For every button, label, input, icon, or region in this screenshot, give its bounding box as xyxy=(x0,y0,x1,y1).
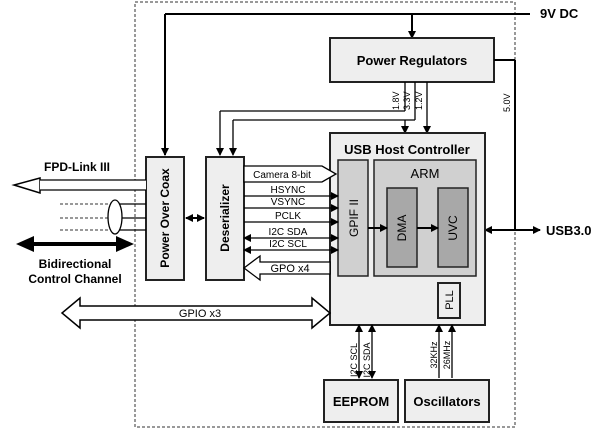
power-regulators-label: Power Regulators xyxy=(357,53,468,68)
rail-5v0-label: 5.0V xyxy=(502,93,512,112)
clock-26mhz-label: 26MHz xyxy=(442,340,452,369)
fpd-link-arrow-body xyxy=(40,180,146,190)
power-input-label: 9V DC xyxy=(540,6,579,21)
deserializer-block xyxy=(205,156,245,281)
bidirectional-label-1: Bidirectional xyxy=(39,257,112,271)
dma-block xyxy=(386,187,418,268)
rail-3v3-label: 3.3V xyxy=(402,91,412,110)
gpo-label: GPO x4 xyxy=(270,263,309,275)
signal-i2c-scl-label: I2C SCL xyxy=(269,239,307,250)
fpd-link-label: FPD-Link III xyxy=(44,160,110,174)
power-over-coax-label: Power Over Coax xyxy=(158,168,172,268)
eeprom-sda-label: I2C SDA xyxy=(362,342,372,377)
bidirectional-arrowhead-left xyxy=(16,236,34,252)
gpo-arrow xyxy=(242,254,331,282)
eeprom-block xyxy=(323,379,399,423)
usb-output-label: USB3.0 xyxy=(546,223,592,238)
usb-host-controller-label: USB Host Controller xyxy=(344,142,470,157)
gpif-block xyxy=(337,159,369,277)
deserializer-label: Deserializer xyxy=(218,184,232,252)
gpio-bus-arrow xyxy=(60,296,332,330)
gpif-label: GPIF II xyxy=(347,199,361,237)
dma-label: DMA xyxy=(395,215,409,242)
bidirectional-arrowhead-right xyxy=(116,236,134,252)
pll-block xyxy=(437,282,461,319)
eeprom-label: EEPROM xyxy=(333,394,389,409)
signal-pclk-label: PCLK xyxy=(275,211,301,222)
gpio-bus-label: GPIO x3 xyxy=(179,308,221,320)
pll-label: PLL xyxy=(444,290,456,310)
rail-1v8-label: 1.8V xyxy=(391,91,401,110)
coax-cable-ellipse xyxy=(107,199,123,235)
rail-1v2-label: 1.2V xyxy=(414,91,424,110)
power-regulators-block xyxy=(329,37,495,83)
eeprom-scl-label: I2C SCL xyxy=(349,343,359,377)
signal-camera-arrow xyxy=(243,165,338,183)
arm-label: ARM xyxy=(411,166,440,181)
signal-i2c-sda-label: I2C SDA xyxy=(269,227,308,238)
oscillators-label: Oscillators xyxy=(413,394,480,409)
uvc-block xyxy=(437,187,469,268)
uvc-label: UVC xyxy=(446,215,460,241)
signal-hsync-label: HSYNC xyxy=(270,185,305,196)
bidirectional-label-2: Control Channel xyxy=(28,272,121,286)
fpd-link-arrowhead xyxy=(11,177,41,195)
clock-32khz-label: 32KHz xyxy=(429,341,439,369)
oscillators-block xyxy=(404,379,490,423)
signal-vsync-label: VSYNC xyxy=(271,197,305,208)
signal-camera-label: Camera 8-bit xyxy=(253,170,311,181)
